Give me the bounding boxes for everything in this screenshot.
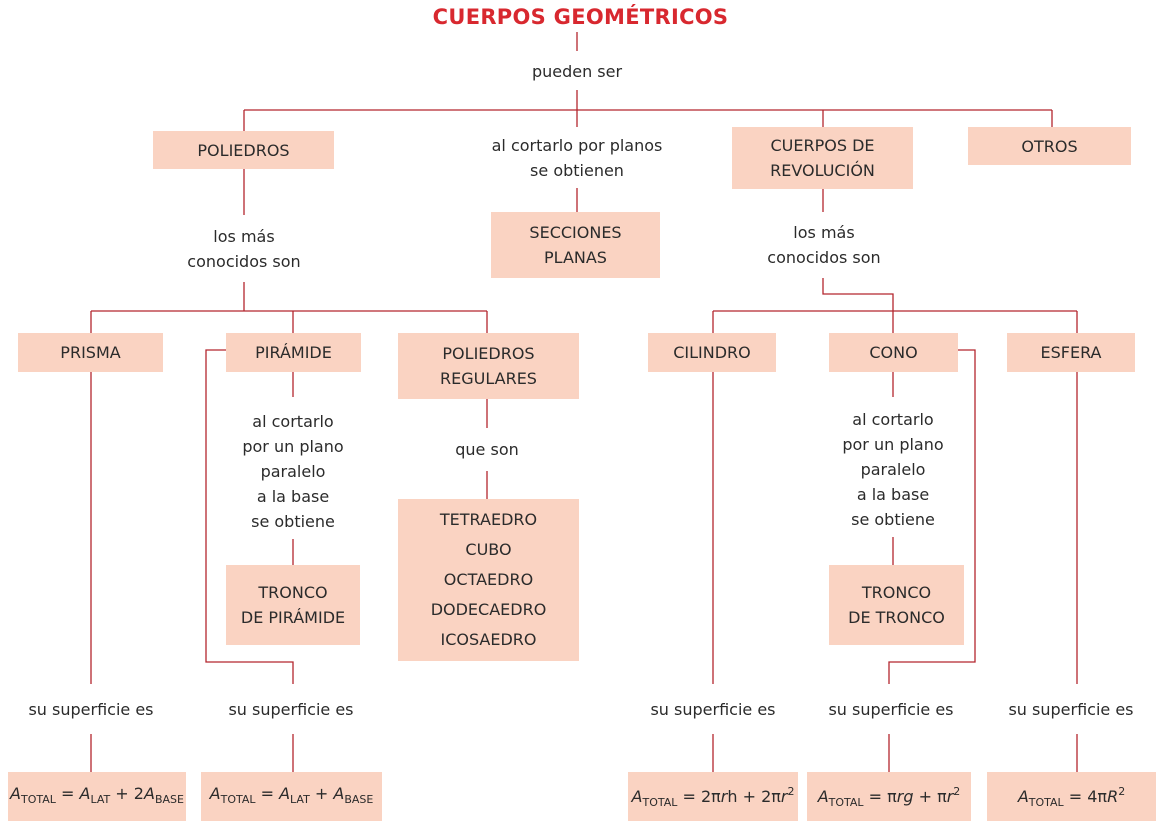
secciones-label-line: PLANAS bbox=[544, 248, 607, 267]
cono-formula-box: ATOTAL = πrg + πr2 bbox=[807, 772, 971, 821]
dodecaedro-item: DODECAEDRO bbox=[430, 600, 547, 619]
cono-formula: ATOTAL = πrg + πr2 bbox=[817, 784, 961, 809]
text-line: los más bbox=[213, 227, 275, 246]
tronco-piramide-box: TRONCO DE PIRÁMIDE bbox=[226, 565, 360, 645]
connector bbox=[822, 278, 894, 333]
octaedro-item: OCTAEDRO bbox=[443, 570, 534, 589]
otros-box: OTROS bbox=[968, 127, 1131, 165]
tronco-piramide-line: DE PIRÁMIDE bbox=[240, 608, 346, 627]
cono-corte-text: al cortarlo por un plano paralelo a la b… bbox=[813, 407, 973, 532]
esfera-box: ESFERA bbox=[1007, 333, 1135, 372]
cilindro-formula: ATOTAL = 2πrh + 2πr2 bbox=[631, 784, 795, 809]
tronco-cono-box: TRONCO DE TRONCO bbox=[829, 565, 964, 645]
piramide-corte-text: al cortarlo por un plano paralelo a la b… bbox=[213, 409, 373, 534]
prisma-formula: ATOTAL = ALAT + 2ABASE bbox=[10, 784, 184, 806]
text-line: se obtiene bbox=[251, 512, 335, 531]
que-son-label: que son bbox=[455, 440, 519, 459]
piramide-box: PIRÁMIDE bbox=[226, 333, 361, 372]
secciones-text-line: al cortarlo por planos bbox=[491, 136, 663, 155]
text-line: a la base bbox=[256, 487, 330, 506]
revolucion-conocidos-text: los más conocidos son bbox=[724, 220, 924, 270]
connector bbox=[888, 349, 976, 684]
cubo-item: CUBO bbox=[465, 540, 512, 559]
text-line: por un plano bbox=[842, 435, 944, 454]
cono-label: CONO bbox=[869, 343, 918, 362]
revolucion-label-line: REVOLUCIÓN bbox=[770, 161, 875, 180]
poliedros-regulares-list-box: TETRAEDRO CUBO OCTAEDRO DODECAEDRO ICOSA… bbox=[398, 499, 579, 661]
cuerpos-revolucion-box: CUERPOS DE REVOLUCIÓN bbox=[732, 127, 913, 189]
esfera-superficie-label: su superficie es bbox=[1008, 700, 1134, 719]
cilindro-label: CILINDRO bbox=[673, 343, 751, 362]
prisma-box: PRISMA bbox=[18, 333, 163, 372]
text-line: paralelo bbox=[260, 462, 326, 481]
esfera-formula-box: ATOTAL = 4πR2 bbox=[987, 772, 1156, 821]
text-line: conocidos son bbox=[187, 252, 301, 271]
piramide-formula-box: ATOTAL = ALAT + ABASE bbox=[201, 772, 382, 821]
cilindro-box: CILINDRO bbox=[648, 333, 776, 372]
text-line: conocidos son bbox=[767, 248, 881, 267]
poliedros-regulares-box: POLIEDROS REGULARES bbox=[398, 333, 579, 399]
secciones-text-line: se obtienen bbox=[530, 161, 624, 180]
diagram-title: CUERPOS GEOMÉTRICOS bbox=[432, 5, 729, 29]
text-line: por un plano bbox=[242, 437, 344, 456]
tronco-piramide-line: TRONCO bbox=[258, 583, 328, 602]
piramide-formula: ATOTAL = ALAT + ABASE bbox=[209, 784, 374, 806]
text-line: los más bbox=[793, 223, 855, 242]
tronco-cono-line: DE TRONCO bbox=[848, 608, 945, 627]
regulares-label-line: POLIEDROS bbox=[442, 344, 535, 363]
cilindro-formula-box: ATOTAL = 2πrh + 2πr2 bbox=[628, 772, 798, 821]
esfera-label: ESFERA bbox=[1040, 343, 1102, 362]
text-line: paralelo bbox=[860, 460, 926, 479]
cono-box: CONO bbox=[829, 333, 958, 372]
text-line: al cortarlo bbox=[252, 412, 334, 431]
tetraedro-item: TETRAEDRO bbox=[439, 510, 538, 529]
cilindro-superficie-label: su superficie es bbox=[650, 700, 776, 719]
otros-label: OTROS bbox=[1021, 136, 1078, 156]
secciones-planas-box: SECCIONES PLANAS bbox=[491, 212, 660, 278]
text-line: se obtiene bbox=[851, 510, 935, 529]
poliedros-conocidos-text: los más conocidos son bbox=[144, 224, 344, 274]
text-line: a la base bbox=[856, 485, 930, 504]
prisma-formula-box: ATOTAL = ALAT + 2ABASE bbox=[8, 772, 186, 821]
connector bbox=[205, 349, 294, 684]
tronco-cono-line: TRONCO bbox=[861, 583, 932, 602]
poliedros-label: POLIEDROS bbox=[197, 140, 290, 160]
cono-superficie-label: su superficie es bbox=[828, 700, 954, 719]
esfera-formula: ATOTAL = 4πR2 bbox=[1017, 784, 1126, 809]
prisma-label: PRISMA bbox=[60, 343, 121, 362]
poliedros-box: POLIEDROS bbox=[153, 131, 334, 169]
text-line: al cortarlo bbox=[852, 410, 934, 429]
piramide-label: PIRÁMIDE bbox=[255, 343, 332, 362]
piramide-superficie-label: su superficie es bbox=[228, 700, 354, 719]
pueden-ser-label: pueden ser bbox=[531, 62, 623, 81]
prisma-superficie-label: su superficie es bbox=[28, 700, 154, 719]
regulares-label-line: REGULARES bbox=[440, 369, 537, 388]
secciones-label-line: SECCIONES bbox=[529, 223, 622, 242]
icosaedro-item: ICOSAEDRO bbox=[440, 630, 537, 649]
secciones-connector-text: al cortarlo por planos se obtienen bbox=[457, 133, 697, 183]
revolucion-label-line: CUERPOS DE bbox=[770, 136, 875, 155]
